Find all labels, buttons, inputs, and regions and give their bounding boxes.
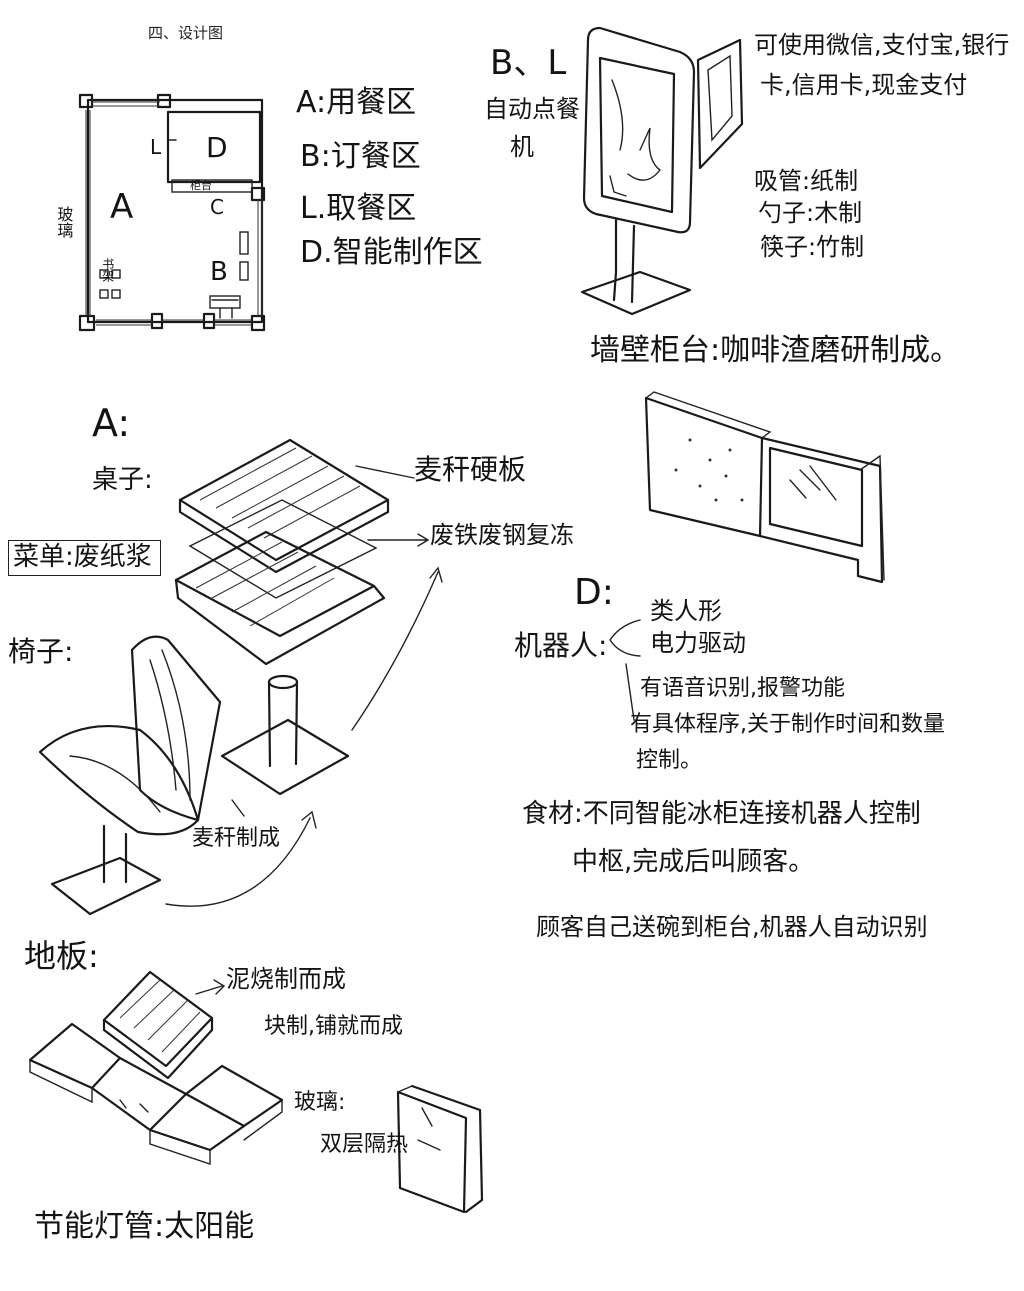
- robot-feature-line: 电力驱动: [650, 629, 746, 657]
- kiosk-subheading-line: 自动点餐: [484, 95, 580, 123]
- table-drawing: [174, 438, 390, 796]
- robot-feature-line: 控制。: [636, 748, 703, 773]
- robot-feature-line: 有具体程序,关于制作时间和数量: [630, 712, 945, 737]
- table-top-material: 麦秆硬板: [414, 453, 527, 486]
- robot-label: 机器人:: [514, 629, 608, 662]
- utensil-material-line: 吸管:纸制: [754, 167, 859, 195]
- legend-item: D.智能制作区: [300, 235, 483, 270]
- plan-glass-label: 玻璃: [54, 206, 74, 238]
- floor-tiles-drawing: [28, 970, 284, 1165]
- plan-zone-c-label: C: [210, 195, 224, 219]
- wall-counter-note: 墙壁柜台:咖啡渣磨研制成。: [590, 333, 961, 368]
- plan-zone-l-label: L: [150, 135, 162, 159]
- wall-counter-drawing: [644, 391, 885, 584]
- chair-label: 椅子:: [8, 635, 74, 668]
- robot-feature-line: 有语音识别,报警功能: [640, 676, 845, 701]
- chair-material-note: 麦秆制成: [192, 826, 281, 851]
- plan-zone-b-label: B: [210, 257, 228, 287]
- section-a-heading: A:: [92, 401, 131, 445]
- legend-item: L.取餐区: [300, 191, 417, 226]
- payment-note-line: 可使用微信,支付宝,银行: [754, 31, 1010, 59]
- utensil-material-line: 勺子:木制: [758, 199, 863, 227]
- dish-return-note: 顾客自己送碗到柜台,机器人自动识别: [536, 913, 928, 941]
- plan-zone-d-label: D: [206, 131, 228, 164]
- plan-zone-a-label: A: [110, 187, 134, 227]
- ingredients-note-line: 食材:不同智能冰柜连接机器人控制: [522, 799, 921, 829]
- kiosk-heading: B、L: [490, 43, 567, 83]
- payment-note-line: 卡,信用卡,现金支付: [760, 71, 968, 99]
- plan-counter-label: 柜台: [190, 179, 212, 192]
- floor-material-line: 泥烧制而成: [226, 965, 346, 993]
- floor-material-line: 块制,铺就而成: [264, 1014, 403, 1039]
- glass-pane-drawing: [396, 1084, 484, 1214]
- legend-item: B:订餐区: [300, 139, 421, 174]
- legend-item: A:用餐区: [296, 85, 417, 120]
- utensil-material-line: 筷子:竹制: [760, 233, 865, 261]
- ingredients-note-line: 中枢,完成后叫顾客。: [572, 847, 815, 877]
- section-d-heading: D:: [574, 572, 614, 613]
- floor-label: 地板:: [24, 937, 99, 975]
- lighting-note: 节能灯管:太阳能: [34, 1209, 255, 1244]
- glass-note-line: 玻璃:: [294, 1090, 346, 1115]
- annotation-arrows: [165, 465, 641, 995]
- page-title: 四、设计图: [148, 24, 224, 42]
- table-core-material: 废铁废钢复冻: [430, 521, 574, 549]
- kiosk-subheading-line: 机: [510, 133, 534, 161]
- menu-material-box: 菜单:废纸浆: [8, 540, 161, 576]
- table-label: 桌子:: [92, 465, 153, 495]
- floor-plan-drawing: [78, 93, 266, 332]
- kiosk-drawing: [580, 26, 744, 316]
- robot-feature-line: 类人形: [650, 597, 722, 625]
- glass-note-line: 双层隔热: [320, 1132, 409, 1157]
- chair-drawing: [38, 635, 222, 916]
- plan-bookshelf-label: 书架: [100, 258, 115, 282]
